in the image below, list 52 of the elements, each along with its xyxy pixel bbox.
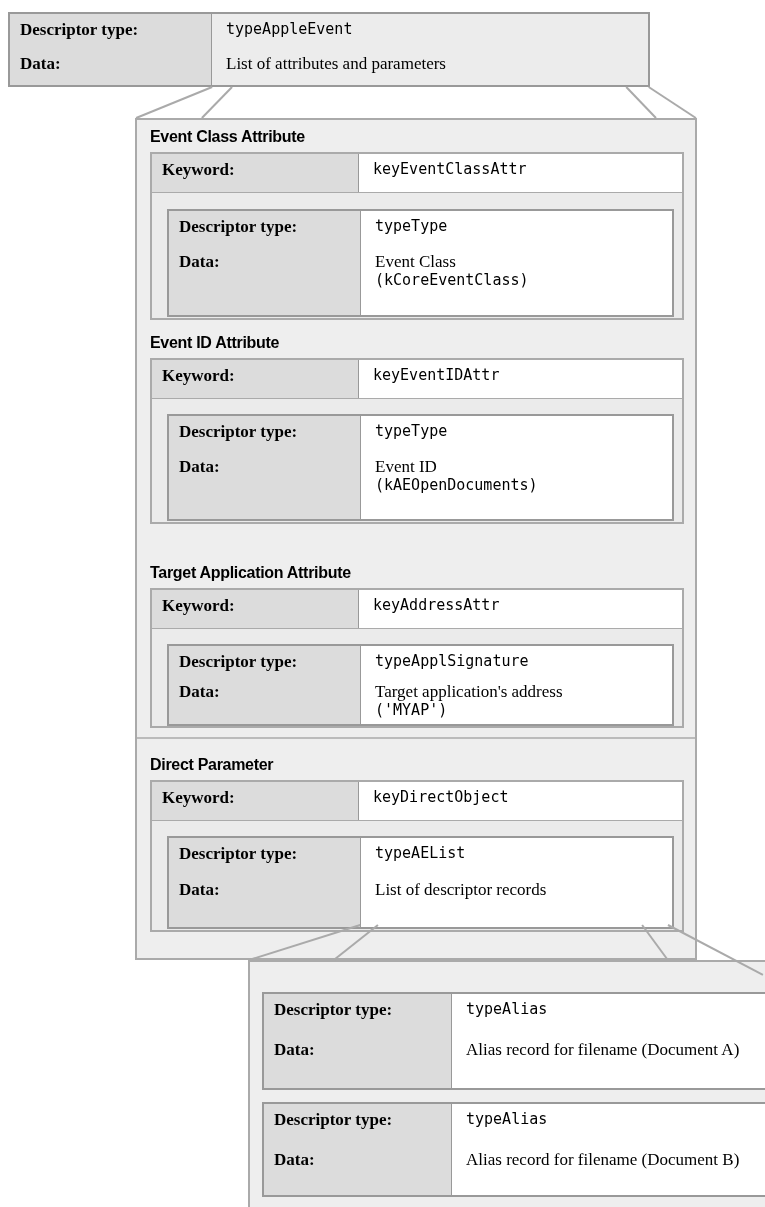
code-value: typeType (375, 217, 449, 236)
section-heading: Event Class Attribute (150, 128, 305, 146)
field-label: Keyword: (152, 360, 359, 398)
field-label: Keyword: (152, 782, 359, 820)
descriptor-table (262, 992, 765, 1090)
field-value: List of attributes and parameters (226, 54, 447, 73)
expansion-line (135, 86, 214, 119)
field-value: Alias record for filename (Document A) (466, 1040, 741, 1059)
field-value: Target application's address (375, 682, 564, 701)
code-value: typeAEList (375, 844, 467, 863)
expansion-line (625, 86, 657, 119)
descriptor-table (167, 209, 674, 317)
field-label: Data: (10, 48, 212, 85)
expansion-line (200, 86, 234, 119)
field-label: Data: (169, 451, 361, 519)
panel-background (248, 960, 765, 1207)
code-value: (kCoreEventClass) (375, 271, 530, 290)
code-value: keyEventClassAttr (373, 160, 528, 179)
field-label: Keyword: (152, 154, 359, 192)
field-value: Event Class (375, 252, 457, 271)
descriptor-table (8, 12, 650, 87)
descriptor-table (167, 644, 674, 726)
code-value: typeApplSignature (375, 652, 530, 671)
code-value: typeType (375, 422, 449, 441)
field-value: Event ID (375, 457, 438, 476)
panel-background (135, 118, 697, 960)
field-label: Keyword: (152, 590, 359, 628)
expansion-line (647, 86, 697, 119)
section-heading: Target Application Attribute (150, 564, 351, 582)
code-value: typeAppleEvent (226, 20, 354, 39)
descriptor-table (262, 1102, 765, 1197)
descriptor-table (167, 836, 674, 929)
code-value: typeAlias (466, 1110, 549, 1129)
descriptor-table (167, 414, 674, 521)
field-label: Data: (264, 1034, 452, 1088)
field-value: List of descriptor records (375, 880, 548, 899)
field-label: Data: (169, 874, 361, 927)
code-value: keyAddressAttr (373, 596, 501, 615)
section-heading: Direct Parameter (150, 756, 274, 774)
field-label: Data: (169, 676, 361, 724)
code-value: keyDirectObject (373, 788, 510, 807)
expansion-line (332, 924, 379, 961)
code-value: keyEventIDAttr (373, 366, 501, 385)
field-label: Data: (264, 1144, 452, 1195)
code-value: (kAEOpenDocuments) (375, 476, 539, 495)
field-label: Data: (169, 246, 361, 315)
code-value: ('MYAP') (375, 701, 449, 720)
expansion-line (641, 924, 669, 961)
expansion-line (666, 924, 764, 976)
section-heading: Event ID Attribute (150, 334, 280, 352)
code-value: typeAlias (466, 1000, 549, 1019)
field-value: Alias record for filename (Document B) (466, 1150, 741, 1169)
